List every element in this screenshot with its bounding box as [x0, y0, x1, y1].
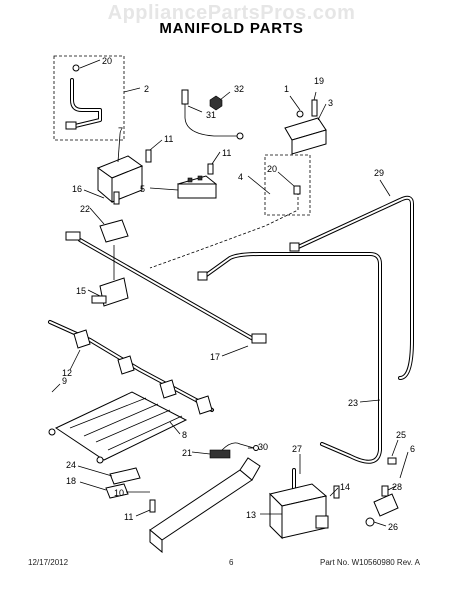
part-23-tube: [197, 252, 382, 464]
part-21-igniter: [209, 442, 259, 459]
part-4-group-box: [264, 154, 311, 216]
callout-30: 30: [258, 442, 268, 452]
callout-20-box: 20: [267, 164, 277, 174]
footer-part-number: Part No. W10560980 Rev. A: [320, 558, 420, 567]
watermark: AppliancePartsPros.com: [107, 2, 356, 24]
page-title: MANIFOLD PARTS: [159, 20, 304, 37]
callout-14: 14: [340, 482, 350, 492]
callout-11-upper: 11: [164, 134, 173, 144]
callout-1: 1: [284, 84, 289, 94]
callout-8: 8: [182, 430, 187, 440]
part-4-tube: [149, 185, 301, 269]
callout-29: 29: [374, 168, 384, 178]
part-2-tube: [65, 64, 102, 130]
callout-26: 26: [388, 522, 398, 532]
part-6-orifice: [365, 457, 399, 527]
callout-22: 22: [80, 204, 90, 214]
part-31-wire: [181, 89, 244, 140]
callout-25: 25: [396, 430, 406, 440]
part-15-valve: [91, 245, 129, 307]
part-29-tube: [289, 195, 414, 380]
callout-16: 16: [72, 184, 82, 194]
callout-11-lower: 11: [124, 512, 133, 522]
part-22-clamp: [65, 191, 129, 243]
part-24-bracket: [109, 467, 141, 485]
callout-21: 21: [182, 448, 192, 458]
callout-5: 5: [140, 184, 145, 194]
callout-2: 2: [144, 84, 149, 94]
part-2-group-box: [53, 55, 125, 141]
footer-page-number: 6: [229, 558, 234, 567]
part-13-valve-body: [269, 468, 340, 540]
callout-27: 27: [292, 444, 302, 454]
callout-23: 23: [348, 398, 358, 408]
callout-9: 9: [62, 376, 67, 386]
callout-20: 20: [102, 56, 112, 66]
callout-32: 32: [234, 84, 244, 94]
callout-6: 6: [410, 444, 415, 454]
callout-19: 19: [314, 76, 324, 86]
part-32-nut: [209, 95, 223, 111]
callout-11-mid: 11: [222, 148, 231, 158]
part-5-switch: [176, 163, 218, 199]
part-10-burner-tube: [149, 457, 261, 554]
callout-28: 28: [392, 482, 402, 492]
footer-date: 12/17/2012: [28, 558, 69, 567]
callout-31: 31: [206, 110, 216, 120]
callout-7: 7: [118, 126, 123, 136]
callout-numbers: 20 2 32 1 19 3 31 7 11 11 20 4 29 16 5 2…: [62, 56, 415, 532]
callout-15: 15: [76, 286, 86, 296]
part-18-clip: [105, 483, 129, 499]
callout-24: 24: [66, 460, 76, 470]
part-8-tray: [48, 391, 188, 464]
callout-17: 17: [210, 352, 220, 362]
part-7-bracket: [96, 149, 152, 204]
callout-13: 13: [246, 510, 256, 520]
leader-lines: [51, 59, 409, 527]
part-3-bracket: [284, 99, 327, 155]
callout-10: 10: [114, 488, 124, 498]
part-12-burner: [48, 320, 214, 415]
callout-12: 12: [62, 368, 72, 378]
callout-4: 4: [238, 172, 243, 182]
part-17-manifold-pipe: [78, 238, 267, 344]
callout-18: 18: [66, 476, 76, 486]
callout-3: 3: [328, 98, 333, 108]
